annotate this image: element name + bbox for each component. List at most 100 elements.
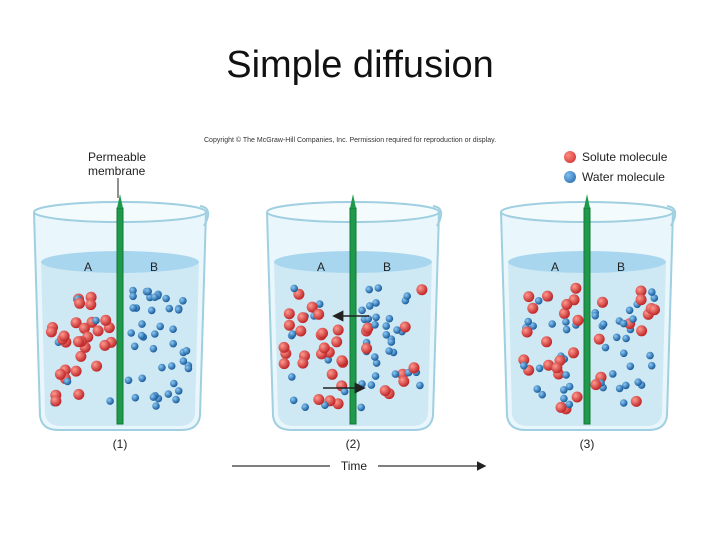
- water-molecule: [324, 356, 333, 364]
- water-molecule: [601, 343, 610, 352]
- solute-molecule: [551, 362, 563, 374]
- side-a-label: A: [84, 260, 92, 274]
- solute-molecule: [649, 304, 660, 316]
- solute-molecule: [74, 297, 86, 309]
- water-molecule: [288, 373, 296, 381]
- solute-molecule: [317, 327, 328, 339]
- solute-molecule: [297, 357, 309, 369]
- solute-molecule: [542, 290, 553, 302]
- solute-molecule: [306, 301, 318, 313]
- solute-molecule: [523, 291, 535, 303]
- beaker-caption: (1): [113, 437, 128, 451]
- solute-molecule: [54, 368, 66, 380]
- solute-molecule: [278, 341, 290, 353]
- solute-molecule: [70, 365, 82, 377]
- solute-molecule: [593, 333, 605, 345]
- water-molecule: [562, 371, 570, 379]
- solute-molecule: [541, 336, 553, 348]
- water-molecule: [129, 292, 137, 301]
- water-molecule: [619, 399, 628, 407]
- water-molecule: [560, 394, 568, 403]
- beaker-spout: [199, 205, 210, 227]
- water-molecule-icon: [564, 171, 576, 183]
- water-molecule: [165, 304, 174, 313]
- solute-molecule: [297, 312, 309, 324]
- solute-molecule: [278, 358, 290, 370]
- water-molecule: [647, 361, 656, 370]
- solute-molecule: [332, 324, 344, 336]
- water-molecule: [149, 393, 158, 401]
- membrane-tip: [117, 194, 123, 208]
- water-molecule: [131, 393, 140, 402]
- water-molecule: [147, 306, 156, 315]
- water-molecule: [591, 311, 599, 320]
- water-molecule: [169, 325, 177, 334]
- water-molecule: [164, 390, 173, 398]
- beaker-spout: [432, 205, 443, 227]
- water-molecule: [130, 342, 139, 351]
- water-molecule: [290, 284, 299, 293]
- water-molecule: [529, 322, 537, 330]
- water-molecule: [162, 294, 170, 303]
- permeable-membrane: [583, 207, 591, 425]
- water-molecule: [174, 387, 183, 395]
- water-molecule: [615, 384, 624, 393]
- water-molecule: [382, 322, 391, 330]
- side-b-label: B: [617, 260, 625, 274]
- water-molecule: [371, 321, 379, 329]
- water-molecule: [92, 316, 100, 325]
- solute-molecule: [99, 339, 111, 351]
- water-molecule: [560, 386, 568, 394]
- water-molecule: [533, 385, 541, 393]
- solute-molecule: [571, 391, 583, 403]
- water-molecule: [182, 347, 191, 355]
- solute-molecule: [570, 282, 582, 294]
- solute-molecule: [318, 342, 330, 354]
- solute-molecule: [92, 325, 104, 337]
- solute-molecule: [100, 314, 112, 326]
- membrane-label: Permeable membrane: [88, 150, 146, 178]
- water-molecule: [565, 382, 574, 391]
- membrane-label-line1: Permeable: [88, 150, 147, 164]
- solute-molecule: [70, 317, 82, 329]
- water-molecule: [149, 344, 158, 353]
- water-molecule: [416, 381, 424, 390]
- solute-molecule: [527, 302, 539, 314]
- water-molecule: [151, 330, 159, 338]
- water-molecule: [129, 286, 137, 295]
- solute-molecule: [635, 285, 647, 297]
- water-molecule: [156, 322, 164, 331]
- water-molecule: [179, 297, 187, 305]
- water-molecule: [127, 329, 135, 337]
- beaker-caption: (2): [346, 437, 361, 451]
- solute-molecule: [555, 401, 567, 413]
- water-molecule: [63, 377, 72, 386]
- water-molecule: [124, 376, 133, 385]
- side-b-label: B: [383, 260, 391, 274]
- water-molecule: [301, 403, 310, 412]
- legend-solute-label: Solute molecule: [582, 150, 668, 164]
- solute-molecule: [361, 342, 373, 354]
- water-molecule: [391, 370, 400, 378]
- solute-molecule: [58, 330, 70, 342]
- side-a-label: A: [317, 260, 325, 274]
- side-a-label: A: [551, 260, 559, 274]
- water-molecule: [599, 320, 608, 329]
- water-molecule: [393, 326, 401, 334]
- water-molecule: [385, 314, 394, 323]
- water-molecule: [365, 285, 374, 294]
- time-arrow: Time: [232, 459, 487, 473]
- water-molecule: [364, 315, 373, 323]
- solute-molecule: [331, 336, 343, 348]
- legend-water-label: Water molecule: [582, 170, 665, 184]
- water-molecule: [288, 330, 297, 338]
- water-molecule: [169, 339, 177, 348]
- water-molecule: [357, 403, 366, 412]
- legend-water: Water molecule: [564, 170, 665, 184]
- solute-molecule: [295, 325, 307, 337]
- water-molecule: [620, 349, 628, 358]
- water-molecule: [358, 380, 366, 388]
- water-molecule: [366, 302, 374, 310]
- membrane-tip: [350, 194, 356, 208]
